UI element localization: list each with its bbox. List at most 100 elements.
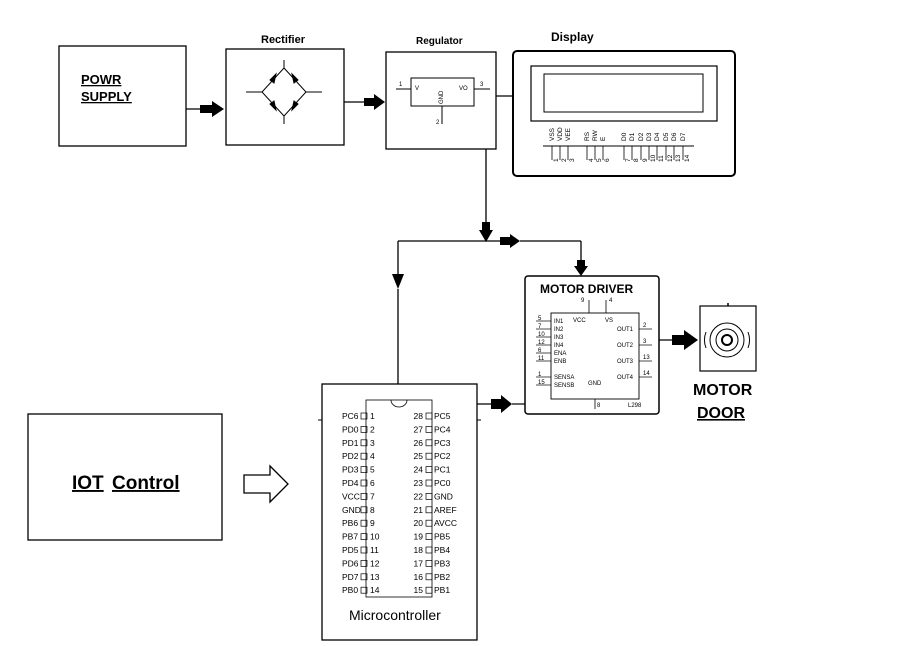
mcu-right-pin-pad [425,426,433,433]
mcu-right-pin-num-25: 25 [414,451,424,461]
regulator-pin-vo: VO [459,86,468,92]
mcu-left-pin-num-1: 1 [370,411,375,421]
mcu-right-pin-num-18: 18 [414,545,424,555]
lcd-pin-number-13: 13 [675,154,682,162]
mcu-left-pin-num-9: 9 [370,518,375,528]
mcu-left-pin-pad [360,546,368,554]
mcu-right-pin-pad [425,479,433,487]
mcu-left-pin-label-pb6: PB6 [342,518,358,528]
motor-driver-pin-vs-label: VS [605,318,613,324]
mcu-right-pin-label-pb1: PB1 [434,585,450,595]
mcu-right-pin-label-gnd: GND [434,491,453,501]
rectifier-block: Rectifier [225,34,345,146]
motor-label-line1: MOTOR [693,382,753,399]
mcu-right-pin-num-16: 16 [414,572,424,582]
lcd-pin-label-e: E [600,136,607,141]
motor-driver-right-pin-label-out1: OUT1 [617,327,634,333]
mcu-left-pin-label-pc6: PC6 [342,411,359,421]
mcu-left-pin-num-10: 10 [370,532,380,542]
iot-label-word1: IOT [72,473,104,494]
iot-control-block: IOT Control [27,413,223,541]
mcu-right-pin-label-pc0: PC0 [434,478,451,488]
rectifier-title: Rectifier [261,34,306,46]
motor-driver-pin-vcc-label: VCC [573,318,586,324]
mcu-left-pin-label-pd7: PD7 [342,572,359,582]
mcu-right-pin-label-pb4: PB4 [434,545,450,555]
mcu-right-pin-num-21: 21 [414,505,424,515]
motor-label-line2: DOOR [697,405,745,422]
motor-driver-left-pin-label-in2: IN2 [554,327,564,333]
regulator-title: Regulator [416,36,463,47]
motor-driver-left-pin-label-ena: ENA [554,351,566,357]
microcontroller-box [321,383,478,641]
motor-block: MOTOR DOOR [693,303,757,422]
arrow-driver-to-motor [659,330,698,350]
mcu-right-pin-pad [425,452,433,460]
lcd-pin-label-d7: D7 [680,132,687,141]
lcd-pin-label-d6: D6 [671,132,678,141]
mcu-left-pin-pad [360,439,368,447]
lcd-pin-label-vee: VEE [565,127,572,141]
lcd-pin-group: VSS1VDD2VEE3RS4RW5E6D07D18D29D310D411D51… [549,127,691,162]
motor-driver-left-pin-label-in3: IN3 [554,335,564,341]
mcu-left-pin-pad [360,452,368,460]
mcu-right-pin-pad [425,439,433,447]
display-block: Display VSS1VDD2VEE3RS4RW5E6D07D18D29D31… [512,30,736,177]
mcu-right-pin-num-27: 27 [414,424,424,434]
regulator-pin3: 3 [480,82,484,88]
motor-driver-left-pin-num-15: 15 [538,380,545,386]
mcu-left-pin-pad [360,493,368,500]
lcd-pin-label-vdd: VDD [557,127,564,141]
regulator-pin-gnd: GND [439,90,445,104]
motor-driver-left-pin-label-in1: IN1 [554,319,564,325]
mcu-left-pin-label-gnd: GND [342,505,361,515]
lcd-pin-number-4: 4 [588,158,595,162]
lcd-pin-label-d3: D3 [646,132,653,141]
mcu-left-pin-label-pd2: PD2 [342,451,359,461]
motor-driver-left-pin-num-7: 7 [538,324,542,330]
lcd-pin-number-3: 3 [569,158,576,162]
lcd-pin-number-9: 9 [642,158,649,162]
motor-driver-left-pin-num-5: 5 [538,316,542,322]
mcu-left-pin-num-13: 13 [370,572,380,582]
arrow-rectifier-to-regulator [344,94,385,110]
mcu-right-pin-num-22: 22 [414,491,424,501]
mcu-right-pin-pad [425,546,433,554]
motor-driver-left-pin-label-sensb: SENSB [554,383,574,389]
motor-driver-right-pin-label-out3: OUT3 [617,359,634,365]
lcd-pin-label-d2: D2 [638,132,645,141]
mcu-left-pin-pad [360,479,368,487]
lcd-pin-number-8: 8 [633,158,640,162]
motor-driver-part-label: L298 [628,403,642,409]
motor-driver-gnd-label: GND [588,381,602,387]
mcu-left-pin-pad [360,533,368,540]
motor-driver-right-pin-label-out2: OUT2 [617,343,634,349]
motor-icon [704,322,750,358]
mcu-left-pin-num-3: 3 [370,438,375,448]
lcd-pin-number-5: 5 [596,158,603,162]
mcu-right-pin-pad [425,586,433,594]
power-supply-label-line2: SUPPLY [81,89,132,104]
power-supply-box [58,45,187,147]
mcu-left-pin-pad [360,466,368,473]
power-distribution-wires [392,149,588,384]
mcu-left-pin-pad [360,412,368,420]
lcd-pin-number-14: 14 [684,154,691,162]
mcu-right-pin-label-pb5: PB5 [434,532,450,542]
motor-driver-left-pin-num-12: 12 [538,340,545,346]
lcd-pin-number-11: 11 [658,155,665,162]
display-title: Display [551,30,594,44]
mcu-left-pin-num-5: 5 [370,465,375,475]
mcu-left-pin-pad [360,426,368,433]
mcu-right-pin-label-pb2: PB2 [434,572,450,582]
arrow-microcontroller-to-driver [477,395,525,413]
mcu-right-pin-num-23: 23 [414,478,424,488]
mcu-right-pin-pad [425,560,433,567]
regulator-pin-v: V [415,86,419,92]
mcu-left-pin-num-4: 4 [370,451,375,461]
mcu-right-pin-num-28: 28 [414,411,424,421]
mcu-right-pin-label-pb3: PB3 [434,558,450,568]
mcu-left-pin-num-7: 7 [370,491,375,501]
